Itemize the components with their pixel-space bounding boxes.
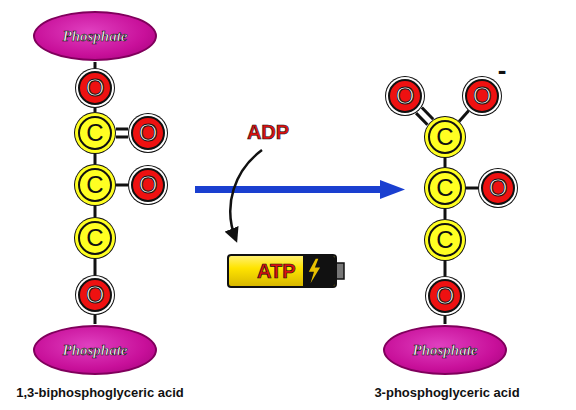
oxygen-atom: O [388, 79, 422, 113]
node-text: O [396, 84, 415, 108]
node-text: C [436, 125, 453, 149]
node-text: O [139, 121, 158, 145]
battery-terminal [336, 263, 344, 279]
chemical-bond [94, 108, 97, 112]
lightning-icon [305, 258, 323, 284]
carbon-atom: C [428, 223, 462, 257]
adp-curve-arrow [230, 150, 262, 240]
node-text: Phosphate [62, 342, 127, 359]
node-text: Phosphate [412, 342, 477, 359]
oxygen-atom: O [78, 278, 112, 312]
chemical-bond-second-line [116, 128, 128, 131]
reaction-arrow [195, 180, 405, 199]
charge-sign: - [498, 57, 507, 83]
node-text: O [139, 173, 158, 197]
phosphate-group: Phosphate [33, 11, 157, 61]
chemical-bond [444, 316, 447, 324]
chemical-bond [444, 209, 447, 219]
chemical-bond [94, 259, 97, 275]
chemical-bond [94, 315, 97, 324]
molecule-name: 3-phosphoglyceric acid [374, 385, 519, 400]
node-text: O [86, 283, 105, 307]
carbon-atom: C [428, 171, 462, 205]
node-text: C [436, 176, 453, 200]
oxygen-atom: O [131, 116, 165, 150]
chemical-bond [94, 62, 97, 68]
oxygen-atom: O [131, 168, 165, 202]
oxygen-atom: O [481, 171, 515, 205]
phosphate-group: Phosphate [383, 325, 507, 375]
carbon-atom: C [78, 168, 112, 202]
molecule-name: 1,3-biphosphoglyceric acid [16, 385, 184, 400]
node-text: C [86, 173, 103, 197]
chemical-bond [94, 154, 97, 164]
chemical-bond-second-line [422, 108, 433, 120]
atp-battery: ATP [227, 254, 337, 288]
oxygen-atom: O [428, 279, 462, 313]
chemical-bond [459, 111, 469, 122]
node-text: C [86, 121, 103, 145]
node-text: O [86, 76, 105, 100]
chemical-bond [444, 158, 447, 167]
carbon-atom: C [78, 116, 112, 150]
battery-cap [303, 256, 335, 286]
node-text: O [436, 284, 455, 308]
carbon-atom: C [428, 120, 462, 154]
oxygen-atom: O [465, 79, 499, 113]
chemical-bond [466, 187, 478, 190]
phosphate-group: Phosphate [33, 325, 157, 375]
chemical-bond [116, 136, 128, 139]
chemical-bond [94, 206, 97, 217]
node-text: C [86, 226, 103, 250]
node-text: O [473, 84, 492, 108]
adp-label: ADP [247, 121, 289, 144]
node-text: Phosphate [62, 28, 127, 45]
chemical-bond [116, 184, 128, 187]
node-text: O [489, 176, 508, 200]
carbon-atom: C [78, 221, 112, 255]
node-text: ATP [257, 260, 296, 283]
node-text: C [436, 228, 453, 252]
chemical-bond [416, 113, 427, 125]
oxygen-atom: O [78, 71, 112, 105]
chemical-bond [444, 261, 447, 276]
